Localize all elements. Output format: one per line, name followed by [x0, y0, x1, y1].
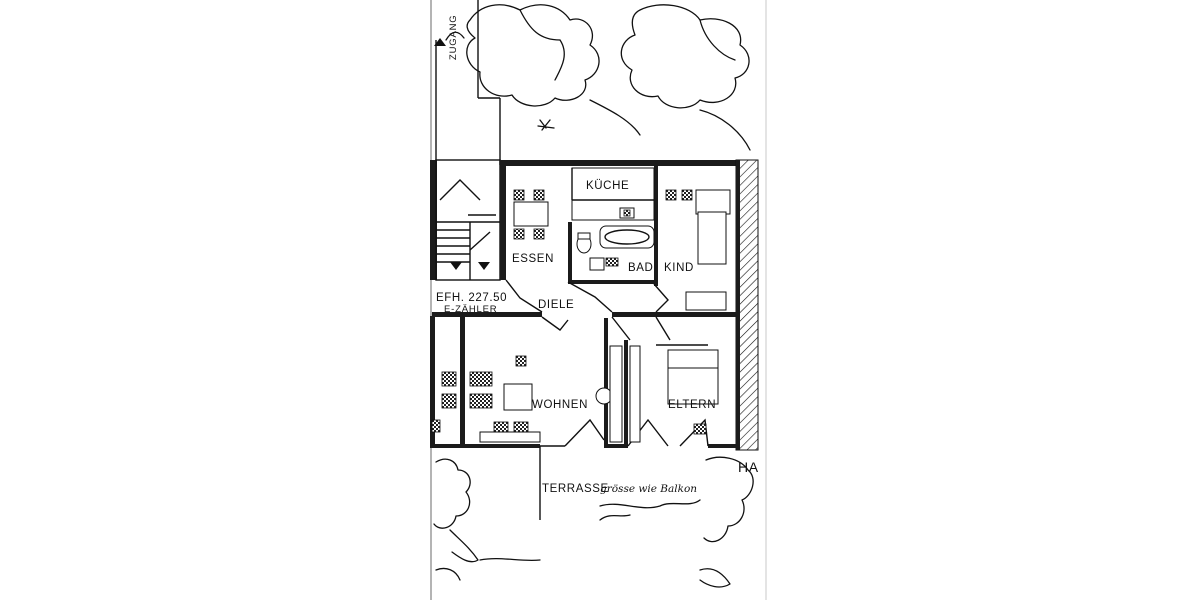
room-label-wohnen: WOHNEN [532, 399, 588, 411]
entrance-path [434, 0, 501, 165]
room-label-kind: KIND [664, 262, 694, 274]
landscape-trees-top [445, 4, 751, 151]
page-border [430, 0, 767, 600]
eltern-room-furniture [629, 345, 719, 443]
kind-room-furniture [665, 189, 731, 311]
ha-label: HA [738, 459, 759, 475]
room-label-bad: BAD [628, 262, 653, 274]
staircase [430, 159, 501, 281]
bathroom-fixtures [576, 225, 655, 271]
kitchen-furniture [571, 167, 655, 221]
wohnen-furniture [431, 345, 623, 443]
room-label-kueche: KÜCHE [586, 180, 629, 192]
efh-label: EFH. 227.50 [436, 292, 507, 304]
dining-table [513, 189, 549, 240]
zugang-label: ZUGANG [448, 15, 459, 60]
doors [505, 279, 709, 447]
room-label-eltern: ELTERN [668, 399, 716, 411]
terrasse-label: TERRASSE [542, 483, 609, 495]
room-label-diele: DIELE [538, 299, 574, 311]
landscape-trees-bottom [433, 456, 754, 588]
room-label-essen: ESSEN [512, 253, 554, 265]
e-zaehler-label: E-ZÄHLER [444, 304, 497, 315]
terrasse-handwritten-note: grösse wie Balkon [600, 483, 697, 495]
apartment-walls [430, 159, 759, 520]
